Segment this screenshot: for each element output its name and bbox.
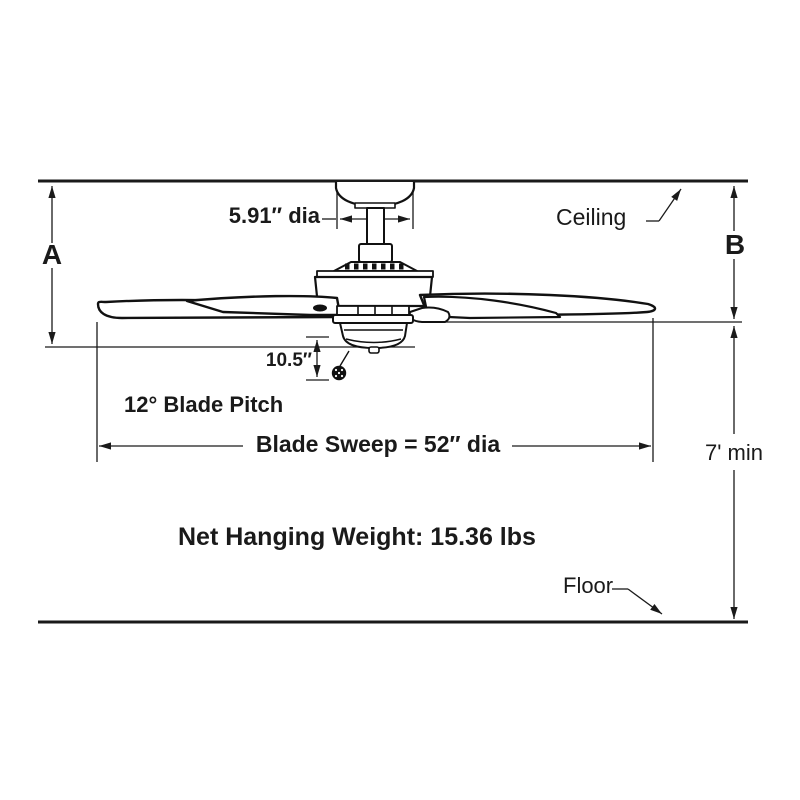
floor-clearance-label: 7' min <box>705 440 763 465</box>
downrod <box>366 207 385 245</box>
floor-label: Floor <box>563 573 614 598</box>
switch-housing <box>339 322 408 349</box>
chain-drop-label: 10.5″ <box>265 350 312 371</box>
blade-pitch-label: 12° Blade Pitch <box>124 392 284 417</box>
blade-iron-rail <box>336 305 410 316</box>
vent-slots <box>345 263 404 270</box>
floor-leader-arrow <box>612 588 663 615</box>
downrod-coupling <box>358 243 393 263</box>
canopy-diameter-label: 5.91″ dia <box>228 203 320 228</box>
blade-iron-bracket <box>408 306 451 323</box>
dimension-a-label: A <box>41 239 63 270</box>
ceiling-leader-arrow <box>646 188 682 222</box>
ceiling-label: Ceiling <box>556 204 627 230</box>
net-weight-label: Net Hanging Weight: 15.36 lbs <box>178 523 536 551</box>
blade-iron-hole <box>313 304 327 312</box>
switch-housing-band <box>345 338 402 344</box>
dimension-b-label: B <box>724 229 746 260</box>
dimension-chain-drop-line <box>306 336 329 381</box>
fan-blade-right-front <box>422 295 562 320</box>
switch-housing-cap <box>332 314 414 324</box>
pull-chain-ball-highlights <box>334 368 344 378</box>
blade-sweep-label: Blade Sweep = 52″ dia <box>255 431 501 457</box>
pull-chain <box>339 350 350 367</box>
finial <box>368 346 380 354</box>
dimension-blade-sweep-line <box>96 318 654 462</box>
